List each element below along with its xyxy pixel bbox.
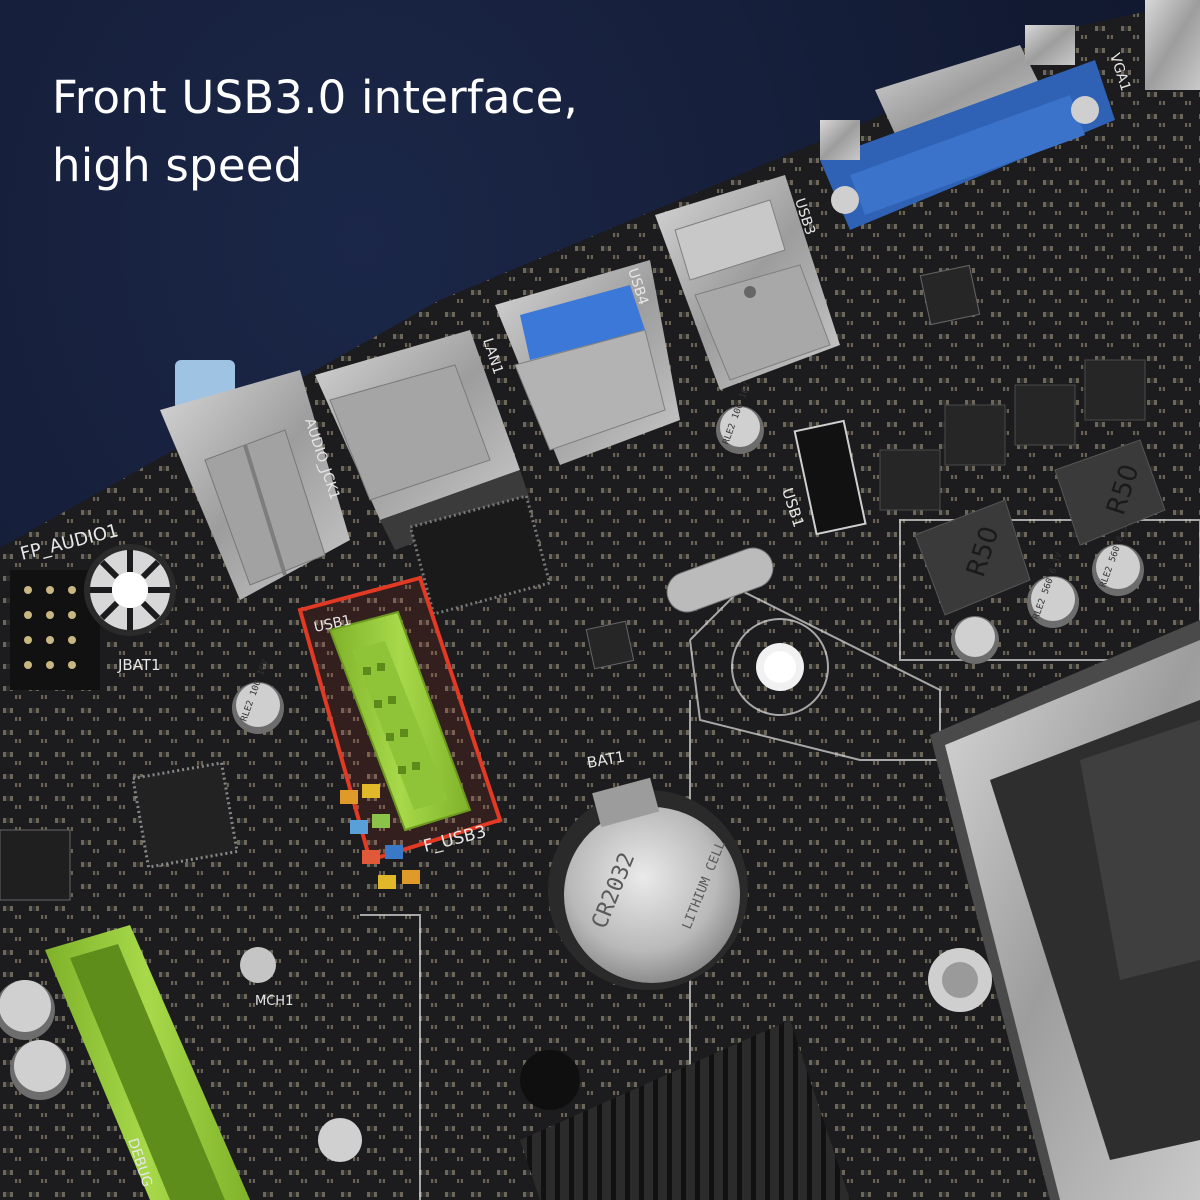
super-io-chip (131, 761, 239, 869)
label-jbat: JBAT1 (117, 656, 161, 674)
crystal (666, 547, 774, 613)
mosfet-group (879, 359, 1146, 511)
front-panel-pins (340, 784, 420, 889)
capacitor (716, 406, 764, 454)
inductor (914, 499, 1031, 616)
capacitor (1027, 576, 1079, 628)
audio-jack (160, 360, 350, 600)
chipset-heatsink (520, 1020, 850, 1200)
vga-connector (820, 25, 1115, 230)
cpu-socket (928, 620, 1200, 1200)
speaker-component (84, 544, 176, 636)
headline-line-1: Front USB3.0 interface, (52, 71, 578, 124)
qfn-chip (585, 620, 635, 670)
usb3-rear-port (495, 260, 680, 465)
lan-controller-chip (408, 494, 552, 616)
capacitor (951, 616, 999, 664)
inductor (1054, 439, 1166, 546)
usb2-rear-port (655, 175, 840, 390)
capacitor (10, 1040, 70, 1100)
standoff (318, 1118, 362, 1162)
label-usb1-header: USB1 (313, 612, 353, 635)
capacitor (232, 682, 284, 734)
cmos-battery (548, 777, 748, 990)
standoff (240, 947, 276, 983)
usb2-header (793, 419, 867, 536)
headline: Front USB3.0 interface, high speed (52, 64, 578, 200)
front-usb3-header (297, 575, 503, 863)
capacitor (0, 980, 55, 1040)
label-mch: MCH1 (255, 994, 293, 1009)
pcie-slot (45, 925, 250, 1200)
capacitor (1092, 544, 1144, 596)
vga-chip (919, 264, 981, 326)
headline-line-2: high speed (52, 139, 303, 192)
